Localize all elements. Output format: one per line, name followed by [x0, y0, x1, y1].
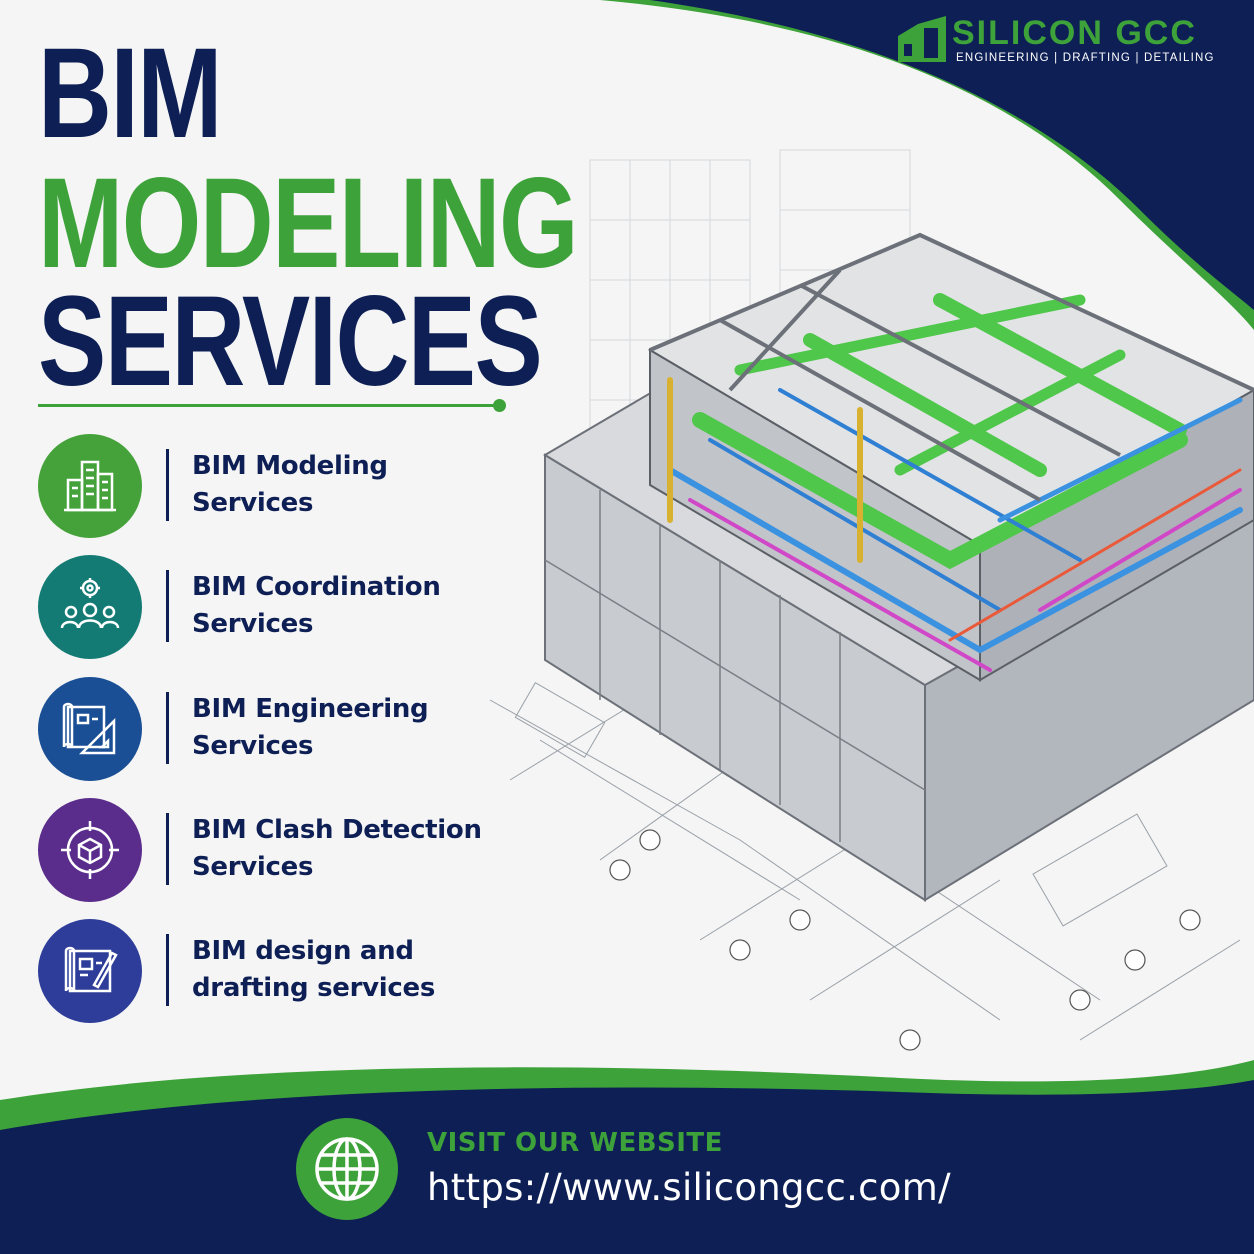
- brand-logo[interactable]: SILICON GCC ENGINEERING | DRAFTING | DET…: [892, 14, 1242, 70]
- team-gear-icon: [38, 555, 142, 659]
- website-link[interactable]: https://www.silicongcc.com/: [427, 1166, 951, 1209]
- service-divider: [166, 934, 169, 1006]
- target-cube-icon: [38, 798, 142, 902]
- headline-line-1: BIM: [38, 22, 222, 165]
- building-illustration: [489, 149, 1254, 1051]
- headline-divider: [38, 404, 500, 407]
- logo-tagline: ENGINEERING | DRAFTING | DETAILING: [956, 52, 1215, 64]
- service-divider: [166, 813, 169, 885]
- building-icon: [38, 434, 142, 538]
- logo-mark-icon: [898, 16, 946, 62]
- headline-line-3: SERVICES: [38, 270, 543, 413]
- service-divider: [166, 692, 169, 764]
- headline-line-2: MODELING: [38, 152, 579, 295]
- visit-website-label: VISIT OUR WEBSITE: [427, 1128, 723, 1158]
- service-divider: [166, 449, 169, 521]
- logo-name: SILICON GCC: [952, 14, 1197, 52]
- service-divider: [166, 570, 169, 642]
- drafting-pen-icon: [38, 919, 142, 1023]
- globe-icon: [296, 1118, 398, 1220]
- blueprint-ruler-icon: [38, 677, 142, 781]
- divider-dot: [493, 399, 506, 412]
